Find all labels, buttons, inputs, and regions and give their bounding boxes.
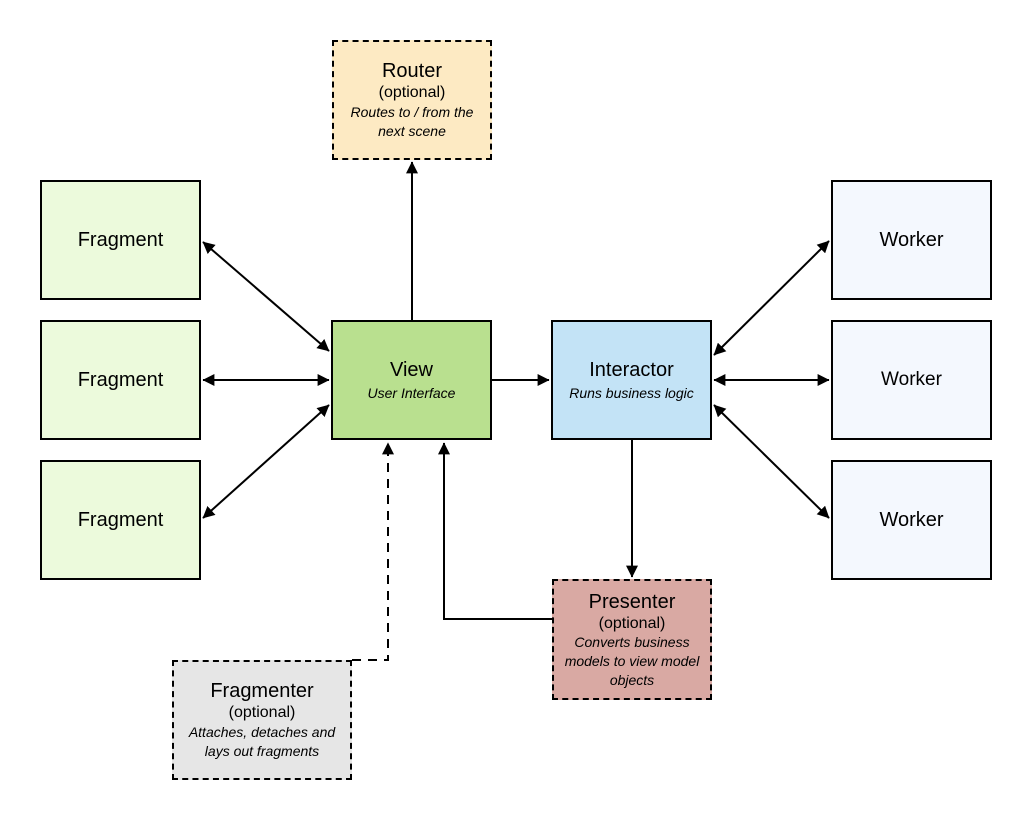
presenter-description-line-2: models to view model — [564, 652, 700, 669]
presenter-to-view-arrow — [438, 442, 552, 620]
fragment-title: Fragment — [77, 509, 164, 531]
fragmenter-description-line-1: Attaches, detaches and — [188, 724, 336, 740]
router-title: Router — [381, 60, 443, 82]
worker-title: Worker — [881, 369, 942, 390]
fragmenter-description-line-2: lays out fragments — [204, 743, 320, 759]
presenter-title: Presenter — [588, 590, 676, 613]
router-box: Router (optional) Routes to / from the n… — [332, 40, 492, 160]
presenter-description-line-3: objects — [609, 671, 655, 688]
presenter-description-line-1: Converts business — [574, 633, 690, 650]
interactor-worker-1-arrow — [713, 240, 830, 356]
fragment-title: Fragment — [77, 229, 164, 251]
worker-box-3: Worker — [831, 460, 992, 580]
presenter-optional-label: (optional) — [598, 614, 666, 632]
fragment-3-view-arrow — [202, 404, 330, 519]
view-box: View User Interface — [331, 320, 492, 440]
fragment-box-2: Fragment — [40, 320, 201, 440]
worker-box-1: Worker — [831, 180, 992, 300]
interactor-title: Interactor — [589, 358, 674, 381]
fragment-1-view-arrow — [202, 241, 330, 352]
interactor-description: Runs business logic — [569, 384, 694, 401]
fragmenter-to-view-arrow — [352, 442, 394, 661]
fragmenter-title: Fragmenter — [210, 680, 314, 702]
fragmenter-optional-label: (optional) — [228, 704, 296, 721]
router-description-line-2: next scene — [378, 123, 446, 139]
fragment-title: Fragment — [77, 369, 164, 391]
fragment-box-1: Fragment — [40, 180, 201, 300]
interactor-box: Interactor Runs business logic — [551, 320, 712, 440]
router-description-line-1: Routes to / from the — [350, 104, 474, 120]
interactor-worker-3-arrow — [713, 404, 830, 519]
view-description: User Interface — [367, 384, 456, 401]
view-title: View — [390, 358, 433, 381]
presenter-box: Presenter (optional) Converts business m… — [552, 579, 712, 700]
worker-box-2: Worker — [831, 320, 992, 440]
fragmenter-box: Fragmenter (optional) Attaches, detaches… — [172, 660, 352, 780]
worker-title: Worker — [879, 509, 944, 531]
worker-title: Worker — [879, 229, 944, 251]
router-optional-label: (optional) — [378, 84, 446, 101]
fragment-box-3: Fragment — [40, 460, 201, 580]
